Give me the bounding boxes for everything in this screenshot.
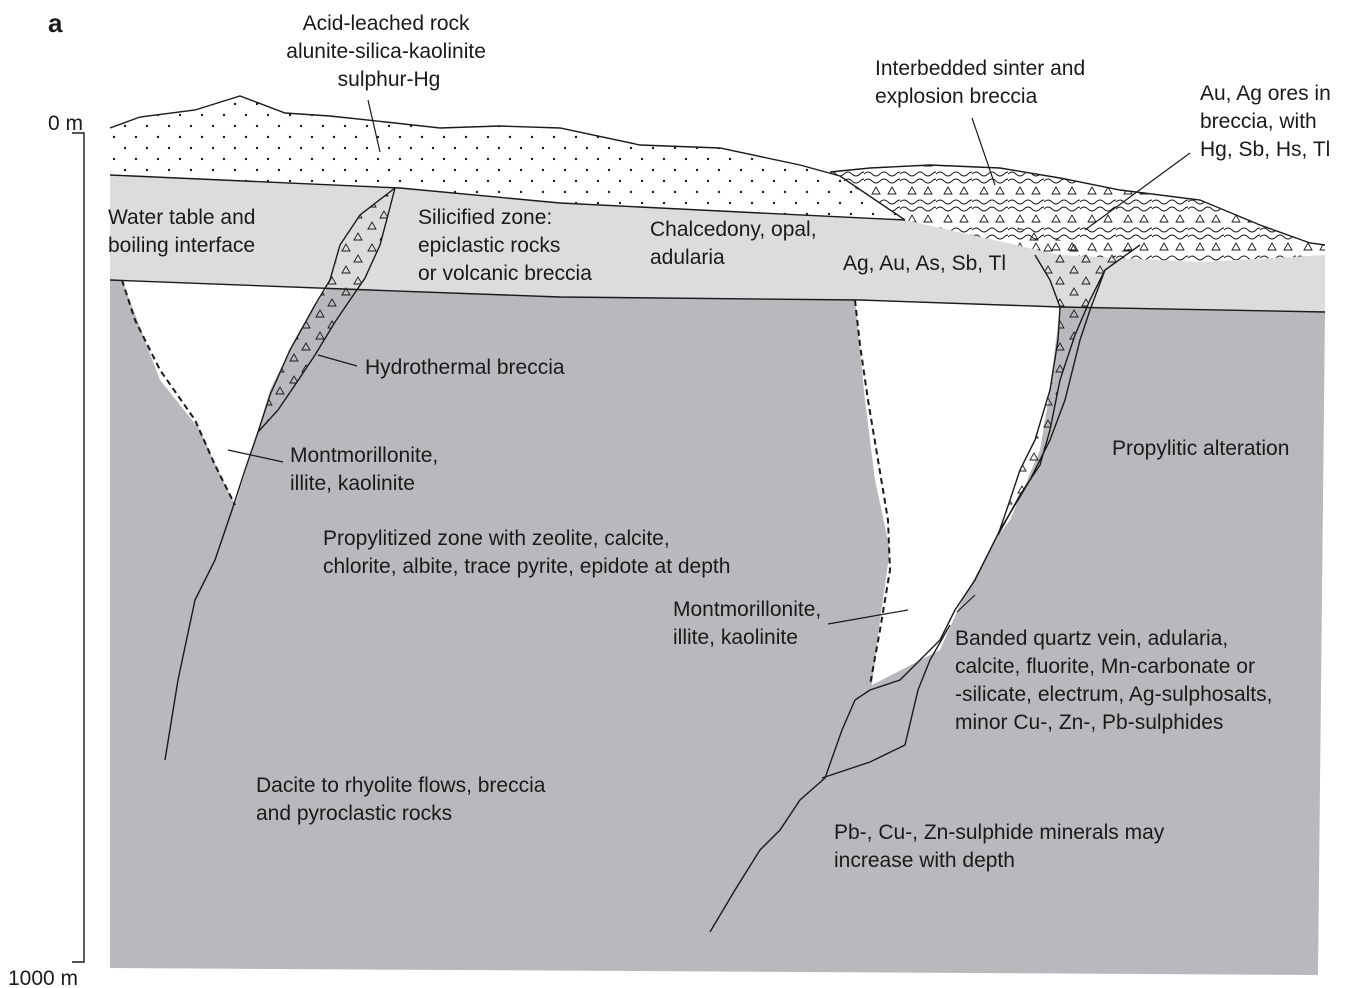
- label-silicified-line: Silicified zone:: [418, 206, 552, 229]
- label-ag-au-line: Ag, Au, As, Sb, Tl: [843, 252, 1006, 275]
- label-acid-leached-line: Acid-leached rock: [303, 12, 470, 35]
- label-sinter-line: explosion breccia: [875, 85, 1038, 108]
- label-silicified-line: or volcanic breccia: [418, 262, 592, 285]
- label-sinter: Interbedded sinter and explosion breccia: [875, 57, 1091, 108]
- label-hydrothermal-line: Hydrothermal breccia: [365, 356, 565, 379]
- label-banded-quartz-line: Banded quartz vein, adularia,: [955, 627, 1228, 650]
- label-montmorillonite-left-line: Montmorillonite,: [290, 444, 438, 467]
- label-au-ag-line: Hg, Sb, Hs, Tl: [1200, 138, 1330, 161]
- label-silicified-line: epiclastic rocks: [418, 234, 560, 257]
- label-montmorillonite-right-line: Montmorillonite,: [673, 598, 821, 621]
- panel-letter: a: [48, 8, 63, 38]
- label-propylitic-line: Propylitic alteration: [1112, 437, 1289, 460]
- label-sulphide-line: Pb-, Cu-, Zn-sulphide minerals may: [834, 821, 1165, 844]
- label-dacite-line: Dacite to rhyolite flows, breccia: [256, 774, 546, 797]
- label-chalcedony-line: Chalcedony, opal,: [650, 218, 817, 241]
- label-au-ag-ores: Au, Ag ores in breccia, with Hg, Sb, Hs,…: [1200, 82, 1337, 161]
- label-montmorillonite-right-line: illite, kaolinite: [673, 626, 798, 649]
- label-hydrothermal-breccia: Hydrothermal breccia: [365, 356, 565, 379]
- label-propylitized-line: chlorite, albite, trace pyrite, epidote …: [323, 555, 730, 578]
- scale-bottom-label: 1000 m: [8, 967, 78, 988]
- label-sulphide-line: increase with depth: [834, 849, 1015, 872]
- scale-top-label: 0 m: [48, 112, 83, 135]
- label-acid-leached: Acid-leached rock alunite-silica-kaolini…: [286, 12, 491, 91]
- label-banded-quartz-line: -silicate, electrum, Ag-sulphosalts,: [955, 683, 1272, 706]
- label-banded-quartz-line: calcite, fluorite, Mn-carbonate or: [955, 655, 1255, 678]
- label-acid-leached-line: sulphur-Hg: [338, 68, 441, 91]
- label-sinter-line: Interbedded sinter and: [875, 57, 1085, 80]
- label-propylitized-line: Propylitized zone with zeolite, calcite,: [323, 527, 670, 550]
- label-au-ag-line: breccia, with: [1200, 110, 1317, 133]
- label-water-table-line: boiling interface: [108, 234, 255, 257]
- depth-scale-bar: [72, 133, 84, 962]
- label-water-table-line: Water table and: [108, 206, 255, 229]
- label-acid-leached-line: alunite-silica-kaolinite: [286, 40, 486, 63]
- label-banded-quartz-line: minor Cu-, Zn-, Pb-sulphides: [955, 711, 1223, 734]
- label-ag-au: Ag, Au, As, Sb, Tl: [843, 252, 1006, 275]
- label-chalcedony-line: adularia: [650, 246, 725, 269]
- label-montmorillonite-left-line: illite, kaolinite: [290, 472, 415, 495]
- label-au-ag-line: Au, Ag ores in: [1200, 82, 1331, 105]
- label-dacite-line: and pyroclastic rocks: [256, 802, 452, 825]
- label-propylitic: Propylitic alteration: [1112, 437, 1289, 460]
